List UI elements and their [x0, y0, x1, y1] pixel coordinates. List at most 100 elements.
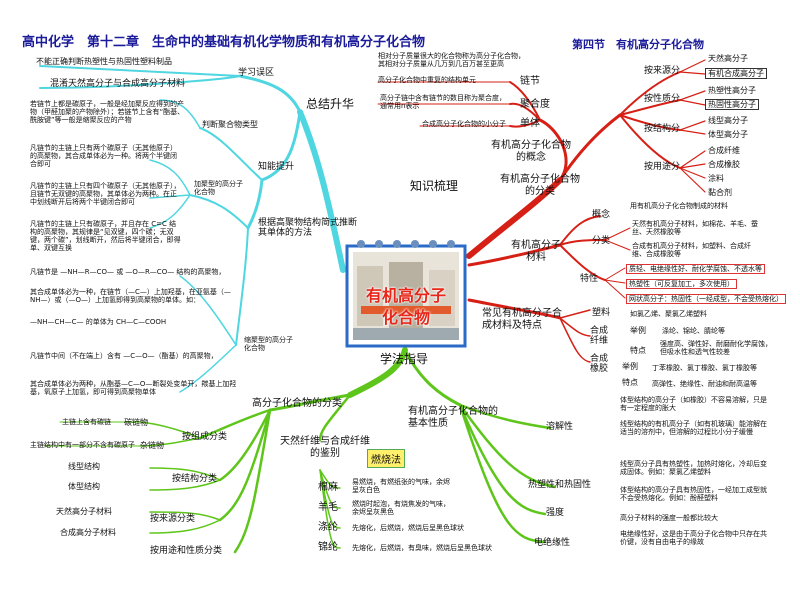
node-properties: 有机高分子化合物的基本性质 [408, 406, 498, 429]
common-rubber: 合成橡胶 [590, 354, 609, 375]
materials-types-1: 天然有机高分子材料，如棉花、羊毛、蚕丝、天然橡胶等 [632, 220, 758, 237]
fiber-feature-label: 特点 [630, 346, 646, 355]
insulation-note: 电绝缘性好，这是由于高分子化合物中只存在共价键，没有自由电子的缘故 [620, 530, 767, 547]
class-by-use: 按用途分 [644, 162, 681, 172]
rubber-feature-label: 特点 [622, 378, 638, 387]
node-condensation: 缩聚型的高分子化合物 [244, 336, 293, 353]
fiber-nylon-note: 先熔化，后燃烧，有臭味，燃烧后呈黑色球状 [352, 544, 492, 552]
monomer-note: 合成高分子化合物的小分子 [422, 120, 506, 128]
carbon-chain-note: 主链上含有碳链 [62, 418, 111, 426]
center-node: 有机高分子 化合物 [343, 236, 469, 350]
center-title-line1: 有机高分子 [365, 286, 446, 305]
common-fiber: 合成纤维 [590, 326, 609, 347]
node-materials: 有机高分子材料 [511, 240, 561, 263]
degree-note: 高分子链中含有链节的数目称为聚合度，通常用n表示 [380, 94, 506, 111]
misread-item-2: 混淆天然高分子与合成高分子材料 [50, 79, 186, 89]
rubber-example: 丁苯橡胶、氯丁橡胶、氯丁橡胶等 [652, 364, 757, 372]
hetero-chain: 杂链物 [140, 441, 164, 450]
solubility-note-2: 线型结构的有机高分子（如有机玻璃）能溶解在适当的溶剂中，但溶解的过程比小分子缓慢 [620, 420, 767, 437]
fiber-feature: 强度高、弹性好、耐磨耐化学腐蚀，但吸水性和透气性较差 [660, 340, 772, 357]
condensation-rule-2: 其合成单体必为一种，在链节（—C—）上加羟基，在亚氨基（—NH—）或（—O—）上… [30, 288, 231, 305]
branch-summary: 总结升华 [306, 97, 355, 111]
chainlink-note: 高分子化合物中重复的结构单元 [378, 76, 476, 84]
class-natural: 天然高分子 [708, 54, 748, 63]
class-synthetic: 有机合成高分子 [705, 68, 767, 80]
section-title: 第四节 有机高分子化合物 [572, 38, 704, 51]
class-adhesive: 黏合剂 [708, 188, 732, 197]
center-title-line2: 化合物 [381, 308, 430, 327]
condensation-example: —NH—CH—C— 的单体为 CH—C—COOH [30, 318, 167, 326]
common-plastics-note: 如氯乙烯、聚氯乙烯塑料 [630, 310, 707, 318]
fiber-nylon: 锦纶 [318, 542, 338, 553]
fiber-polyester: 涤纶 [318, 522, 338, 533]
addition-rule-2: 凡链节的主链上只有四个碳原子（无其他原子），且链节无双键的高聚物，其单体必为两种… [30, 182, 181, 207]
node-common: 常见有机高分子合成材料及特点 [482, 308, 562, 331]
thermal-note-1: 线型高分子具有热塑性，加热时熔化，冷却后变成固体。例如：聚氯乙烯塑料 [620, 460, 767, 477]
rubber-feature: 高弹性、绝缘性、耐油和耐高温等 [652, 380, 757, 388]
class-by-use-2: 按用途和性质分类 [150, 546, 223, 556]
node-misread: 学习误区 [238, 68, 275, 78]
feature-3: 网状高分子：热固性（一经成型，不会受热熔化） [626, 294, 786, 305]
class-coating: 涂料 [708, 174, 724, 183]
prop-solubility: 溶解性 [546, 422, 574, 432]
node-monomer: 单体 [520, 118, 540, 129]
fiber-cotton: 棉麻 [318, 482, 338, 493]
node-judge: 判断聚合物类型 [202, 120, 258, 129]
node-degree: 聚合度 [520, 99, 550, 110]
node-fiber-id: 天然纤维与合成纤维的鉴别 [280, 436, 370, 459]
prop-thermal: 热塑性和热固性 [528, 480, 592, 490]
branch-knowledge: 知识梳理 [410, 179, 459, 193]
node-improve: 知能提升 [258, 162, 295, 172]
class-by-source-2: 按来源分类 [150, 514, 196, 524]
feature-1: 质轻、电绝缘性好、耐化学腐蚀、不透水等 [626, 264, 765, 275]
prop-insulation: 电绝缘性 [534, 538, 571, 548]
branch-method: 学法指导 [380, 352, 429, 366]
node-concept: 有机高分子化合物的概念 [491, 140, 571, 163]
condensation-rule-3: 凡链节中间（不在端上）含有 —C—O—（酯基）的高聚物， [30, 352, 218, 360]
carbon-chain: 碳链物 [124, 418, 148, 427]
prop-strength: 强度 [546, 508, 565, 518]
condensation-rule-1: 凡链节是 —NH—R—CO— 或 —O—R—CO— 结构的高聚物， [30, 268, 226, 276]
thermal-note-2: 体型结构的高分子具有热固性，一经加工成型就不会受热熔化。例如：酚醛塑料 [620, 486, 767, 503]
node-method-title: 根据高聚物结构简式推断其单体的方法 [258, 218, 358, 239]
node-addition: 加聚型的高分子化合物 [194, 180, 243, 197]
class-by-structure: 按结构分 [644, 124, 681, 134]
class-plastic: 合成纤维 [708, 146, 740, 155]
strength-note: 高分子材料的强度一般都比较大 [620, 514, 718, 522]
synthetic-material: 合成高分子材料 [60, 528, 116, 537]
feature-2: 热塑性（可反复加工，多次使用） [626, 279, 737, 290]
fiber-example-label: 举例 [630, 326, 646, 335]
common-plastics: 塑料 [592, 308, 611, 318]
misread-item-1: 不能正确判断热塑性与热固性塑料制品 [36, 57, 172, 66]
node-chainlink: 链节 [520, 76, 540, 87]
class-thermoplastic: 热塑性高分子 [708, 86, 756, 95]
condensation-rule-4: 其合成单体必为两种，从酯基—C—O—断裂处变单开，羰基上加羟基，氧原子上加氢，即… [30, 380, 237, 397]
fiber-wool: 羊毛 [318, 502, 338, 513]
fiber-cotton-note: 易燃烧，有燃纸张的气味，余烬呈灰白色 [352, 478, 450, 495]
node-classify: 有机高分子化合物的分类 [500, 174, 580, 197]
materials-concept-note: 用有机高分子化合物制成的材料 [630, 202, 728, 210]
addition-rule-3: 凡链节的主链上只有碳原子，并且存在 C=C 结构的高聚物，其规律是“见双键，四个… [30, 220, 181, 253]
node-classification: 高分子化合物的分类 [252, 398, 342, 409]
class-linear: 线型高分子 [708, 116, 748, 125]
class-thermoset: 热固性高分子 [705, 99, 759, 111]
burn-method: 燃烧法 [367, 449, 405, 468]
judge-note: 若链节上都是碳原子，一般是经加聚反应得到的产物（甲醛加聚的产物除外）；若链节上含… [30, 100, 185, 125]
fiber-polyester-note: 先熔化，后燃烧，燃烧后呈黑色球状 [352, 524, 464, 532]
class-by-source: 按来源分 [644, 66, 681, 76]
addition-rule-1: 凡链节的主链上只有两个碳原子（无其他原子）的高聚物，其合成单体必为一种。将两个半… [30, 144, 177, 169]
class-rubber: 合成橡胶 [708, 160, 740, 169]
rubber-example-label: 举例 [622, 362, 638, 371]
class-by-structure-2: 按结构分类 [172, 474, 218, 484]
materials-concept: 概念 [592, 210, 611, 220]
class-by-composition: 按组成分类 [182, 432, 228, 442]
network-structure: 体型结构 [68, 482, 100, 491]
mw-note: 相对分子质量很大的化合物称为高分子化合物，其相对分子质量从几万到几百万甚至更高 [378, 52, 525, 69]
fiber-example: 涤纶、锦纶、腈纶等 [662, 327, 725, 335]
class-by-property: 按性质分 [644, 94, 681, 104]
fiber-wool-note: 燃烧时起泡，有烧焦发的气味，余烬呈灰黑色 [352, 500, 450, 517]
materials-types: 分类 [592, 236, 611, 246]
page-title: 高中化学 第十二章 生命中的基础有机化学物质和有机高分子化合物 [22, 35, 426, 50]
hetero-chain-note: 主链结构中有一部分不含有碳原子 [30, 441, 135, 449]
